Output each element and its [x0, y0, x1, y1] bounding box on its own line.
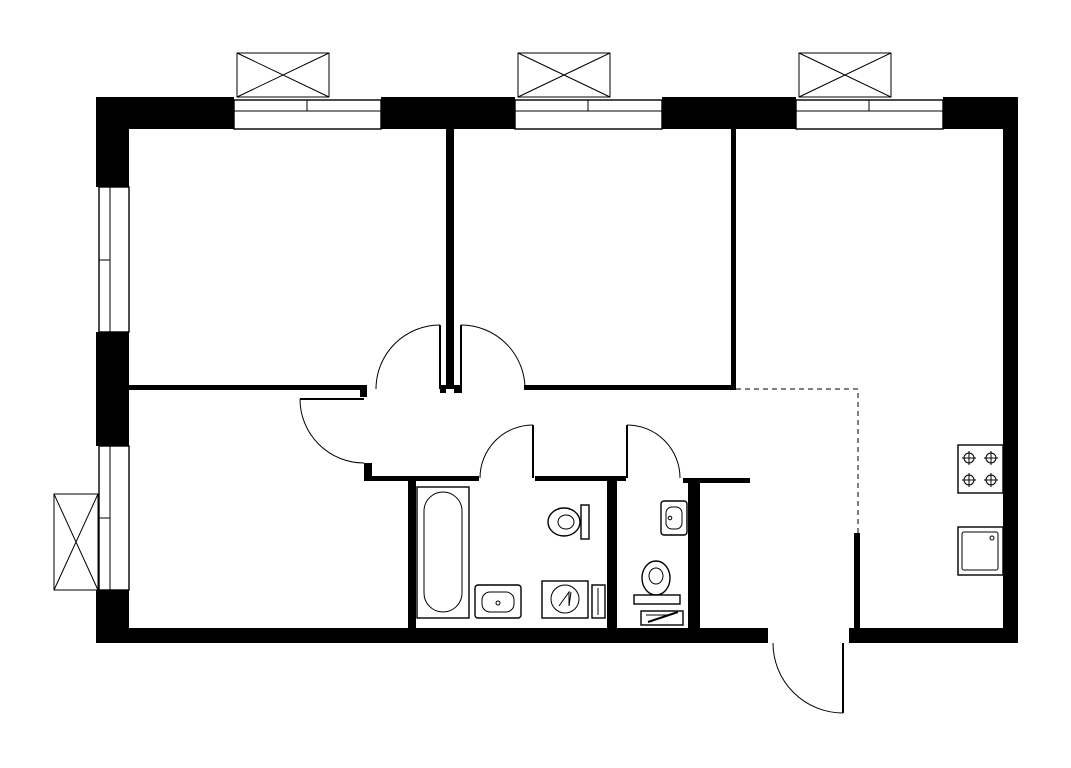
interior-walls: [129, 129, 860, 628]
door-entrance[interactable]: [772, 642, 844, 714]
door-bedroom-1[interactable]: [375, 324, 441, 390]
bathroom-washbasin-icon: [474, 584, 522, 619]
bathroom-towel-rail-icon: [591, 584, 606, 619]
ac-unit-top-1-icon: [236, 52, 330, 98]
stove-icon: [957, 444, 1004, 494]
exterior-walls: [96, 97, 1018, 643]
door-toilet[interactable]: [626, 424, 681, 479]
window-left-1: [98, 186, 130, 333]
door-bathroom[interactable]: [479, 424, 534, 479]
window-left-2: [98, 445, 130, 591]
window-top-3: [795, 99, 944, 130]
kitchen-sink-icon: [957, 526, 1004, 576]
door-bedroom-2[interactable]: [460, 324, 526, 390]
ac-unit-top-3-icon: [798, 52, 892, 98]
bathroom-toilet-icon: [547, 504, 590, 540]
window-top-2: [514, 99, 663, 130]
kitchen-zone-boundary: [736, 388, 859, 533]
bathtub-icon: [416, 486, 470, 619]
window-top-1: [233, 99, 382, 130]
door-bedroom-3[interactable]: [299, 398, 365, 464]
toilet-room-toilet-icon: [633, 560, 681, 605]
ac-unit-top-2-icon: [517, 52, 611, 98]
ac-unit-left-icon: [53, 493, 99, 591]
toilet-room-cistern-icon: [640, 610, 684, 626]
washing-machine-icon: [541, 580, 589, 619]
toilet-room-washbasin-icon: [660, 500, 688, 536]
